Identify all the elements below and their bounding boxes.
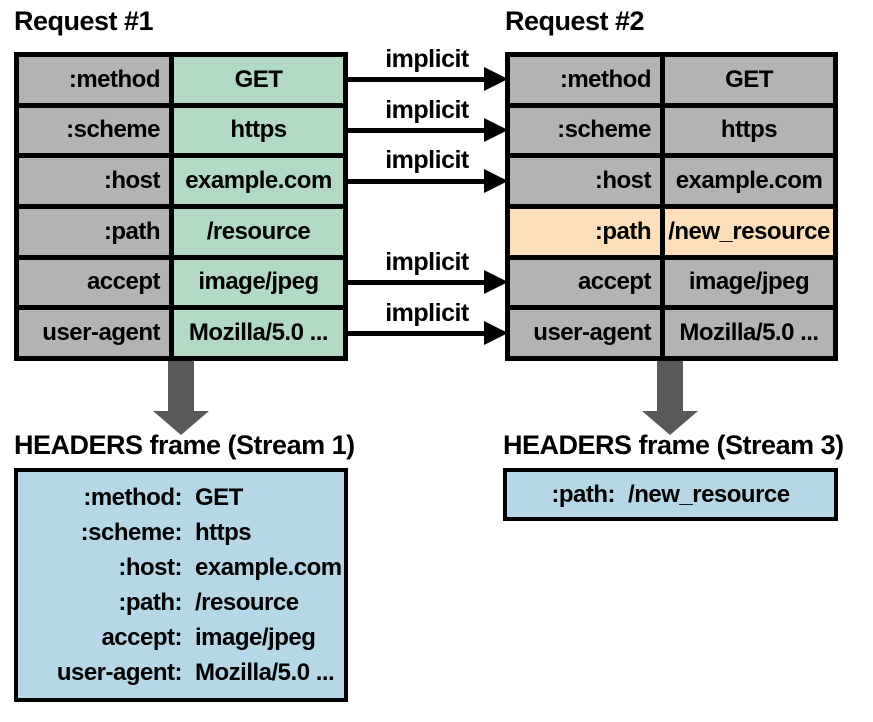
frame-line-value: /resource (195, 589, 299, 616)
arrow-line (348, 77, 492, 82)
implicit-label: implicit (385, 299, 469, 327)
down-arrow-stem (657, 361, 683, 411)
arrowhead-icon (484, 321, 508, 345)
arrow-line (348, 179, 492, 184)
down-arrow-stem (168, 361, 194, 411)
implicit-label: implicit (385, 96, 469, 124)
frame3-title: HEADERS frame (Stream 3) (503, 430, 844, 460)
implicit-arrow (348, 67, 508, 91)
implicit-arrow (348, 118, 508, 142)
arrowhead-icon (484, 270, 508, 294)
header-name: user-agent (510, 310, 660, 356)
arrowhead-icon (484, 67, 508, 91)
header-value: /resource (174, 208, 343, 255)
arrowhead-icon (484, 118, 508, 142)
implicit-label: implicit (385, 248, 469, 276)
headers-frame-stream1: :method: GET :scheme: https :host: examp… (14, 468, 348, 702)
implicit-label: implicit (385, 146, 469, 174)
header-name: accept (510, 259, 660, 306)
implicit-arrow (348, 321, 508, 345)
frame-line-key: accept: (101, 624, 182, 651)
header-value: Mozilla/5.0 ... (665, 310, 833, 356)
frame-line-key: user-agent: (56, 659, 183, 686)
header-name: :host (19, 158, 169, 204)
implicit-label: implicit (385, 45, 469, 73)
header-name: user-agent (19, 310, 169, 356)
arrow-line (348, 128, 492, 133)
frame-line-key: :path: (118, 589, 182, 616)
header-value: example.com (665, 158, 833, 204)
header-name: :path (19, 208, 169, 255)
header-name: :host (510, 158, 660, 204)
request1-header-table: :method GET :scheme https :host example.… (14, 52, 348, 361)
frame-line-key: :host: (118, 554, 182, 581)
header-value: image/jpeg (665, 259, 833, 306)
header-name: :scheme (19, 107, 169, 154)
frame-line-value: Mozilla/5.0 ... (195, 659, 335, 686)
header-value: GET (665, 57, 833, 103)
request2-header-table: :method GET :scheme https :host example.… (505, 52, 838, 361)
headers-frame-stream3: :path: /new_resource (503, 468, 838, 521)
frame-line-key: :path: (551, 480, 616, 508)
header-name: :method (19, 57, 169, 103)
arrow-line (348, 280, 492, 285)
frame-line-value: example.com (195, 554, 342, 581)
frame-line-key: :scheme: (80, 519, 183, 546)
request1-title: Request #1 (14, 6, 154, 36)
header-value: GET (174, 57, 343, 103)
header-name: accept (19, 259, 169, 306)
down-arrow-icon (153, 411, 209, 435)
header-value: https (174, 107, 343, 154)
header-value: Mozilla/5.0 ... (174, 310, 343, 356)
frame-line-value: GET (195, 484, 243, 511)
implicit-arrow (348, 169, 508, 193)
header-value-changed: /new_resource (665, 208, 833, 255)
arrow-line (348, 331, 492, 336)
frame1-title: HEADERS frame (Stream 1) (14, 430, 355, 460)
frame-line-value: https (195, 519, 252, 546)
frame-line-value: image/jpeg (195, 624, 316, 651)
header-name-changed: :path (510, 208, 660, 255)
header-name: :scheme (510, 107, 660, 154)
header-value: image/jpeg (174, 259, 343, 306)
header-value: example.com (174, 158, 343, 204)
down-arrow-icon (642, 411, 698, 435)
header-name: :method (510, 57, 660, 103)
implicit-arrow (348, 270, 508, 294)
request2-title: Request #2 (505, 6, 645, 36)
arrowhead-icon (484, 169, 508, 193)
header-value: https (665, 107, 833, 154)
frame-line-value: /new_resource (628, 480, 790, 508)
frame-line-key: :method: (83, 484, 182, 511)
